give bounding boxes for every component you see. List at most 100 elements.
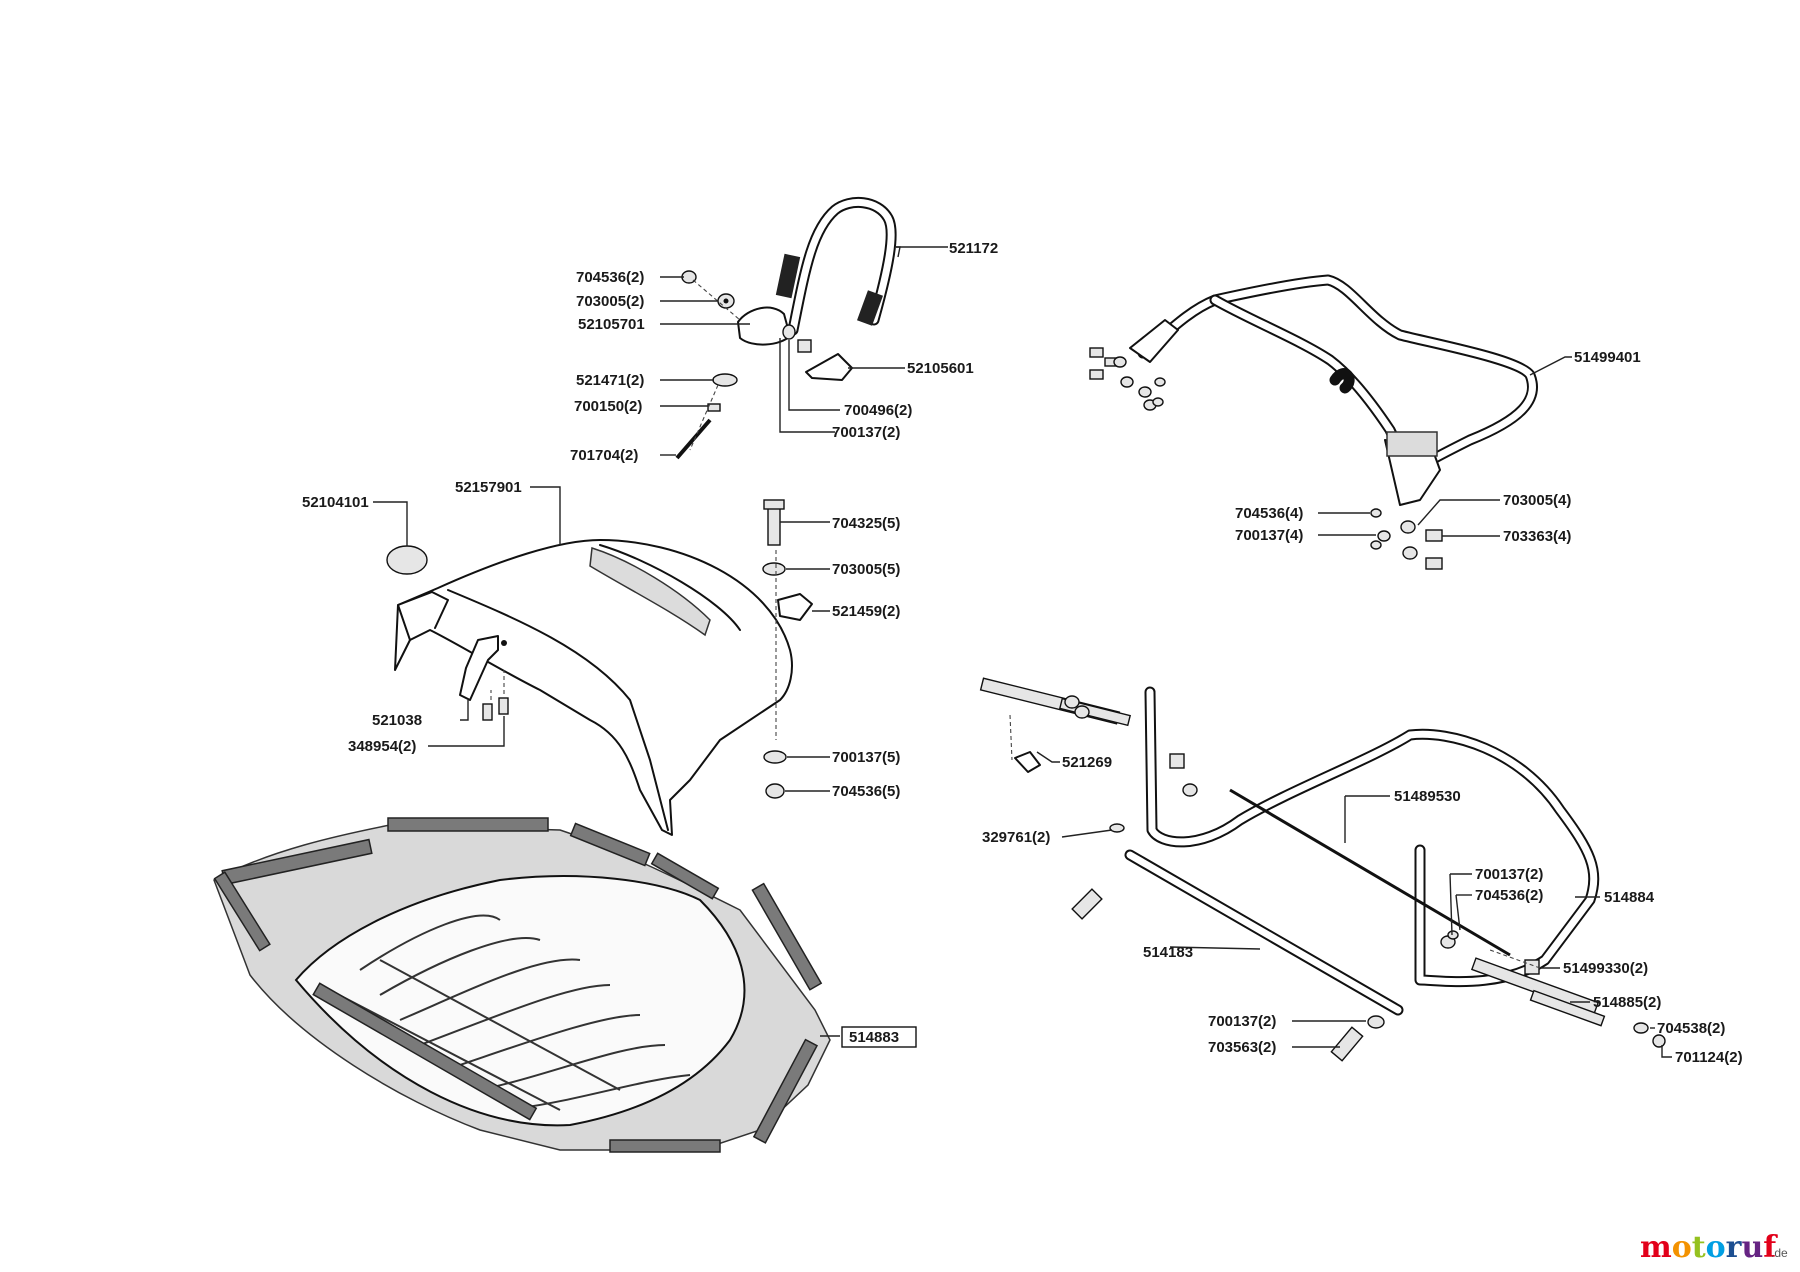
label-514884: 514884 bbox=[1604, 889, 1655, 906]
label-703005-5: 703005(5) bbox=[832, 561, 900, 578]
motoruf-logo: motoruf .de bbox=[1640, 1230, 1788, 1265]
bag-tray bbox=[294, 875, 746, 1127]
label-348954-2: 348954(2) bbox=[348, 738, 416, 755]
label-700137-2b: 700137(2) bbox=[1475, 866, 1543, 883]
label-51499401: 51499401 bbox=[1574, 349, 1641, 366]
cover-assembly bbox=[386, 499, 813, 836]
label-703363-4: 703363(4) bbox=[1503, 528, 1571, 545]
label-700137-2a: 700137(2) bbox=[832, 424, 900, 441]
washer-700496 bbox=[782, 324, 796, 340]
label-703005-4: 703005(4) bbox=[1503, 492, 1571, 509]
label-700496-2: 700496(2) bbox=[844, 402, 912, 419]
washer-703005-cover bbox=[762, 562, 786, 576]
nut-704536-frame2 bbox=[1447, 930, 1459, 940]
logo-letter: f bbox=[1763, 1230, 1778, 1265]
logo-suffix: .de bbox=[1771, 1246, 1788, 1260]
bolt-703363-b bbox=[1425, 557, 1443, 570]
handle-assembly bbox=[675, 196, 897, 460]
bracket-52105701 bbox=[737, 306, 791, 346]
grip-right bbox=[857, 290, 883, 326]
bag-rail-8 bbox=[312, 982, 538, 1121]
label-704536-4: 704536(4) bbox=[1235, 505, 1303, 522]
logo-text: motoruf bbox=[1640, 1230, 1778, 1265]
label-521471-2: 521471(2) bbox=[576, 372, 644, 389]
label-514883: 514883 bbox=[849, 1029, 899, 1046]
logo-letter: m bbox=[1640, 1230, 1672, 1265]
label-704325-5: 704325(5) bbox=[832, 515, 900, 532]
label-704538-2: 704538(2) bbox=[1657, 1020, 1725, 1037]
label-52104101: 52104101 bbox=[302, 494, 369, 511]
mount-plate-top bbox=[1129, 319, 1179, 363]
label-box-514883 bbox=[841, 1026, 917, 1048]
bag-tray-ribs bbox=[319, 914, 691, 1111]
label-52157901: 52157901 bbox=[455, 479, 522, 496]
bolt-rod-left bbox=[1071, 888, 1103, 920]
label-704536-2: 704536(2) bbox=[576, 269, 644, 286]
label-329761-2: 329761(2) bbox=[982, 829, 1050, 846]
bag-rail-5 bbox=[751, 882, 823, 991]
upper-handle-frame bbox=[1089, 274, 1538, 570]
cap-51499330 bbox=[1524, 959, 1540, 975]
bolt-701704 bbox=[675, 418, 712, 460]
logo-letter: r bbox=[1726, 1230, 1743, 1265]
part-labels: 521172 704536(2) 703005(2) 52105701 5210… bbox=[302, 240, 1743, 1066]
screw-348954-b bbox=[498, 697, 509, 715]
washer-700137-rod bbox=[1367, 1015, 1385, 1029]
label-701704-2: 701704(2) bbox=[570, 447, 638, 464]
nut-704536-frame bbox=[1370, 508, 1382, 518]
bolt-704325 bbox=[767, 504, 781, 546]
label-703005-2: 703005(2) bbox=[576, 293, 644, 310]
bag-rail-7 bbox=[609, 1139, 721, 1153]
bag-rail-2 bbox=[387, 817, 549, 832]
crossbar-51489530 bbox=[1229, 788, 1511, 957]
frame-top-hardware bbox=[1089, 347, 1166, 411]
label-514183: 514183 bbox=[1143, 944, 1193, 961]
strut-514885 bbox=[1470, 957, 1606, 1027]
clip-329761 bbox=[1109, 823, 1125, 833]
leader-lines bbox=[373, 246, 1672, 1058]
bracket-521038 bbox=[459, 635, 499, 701]
label-700137-4: 700137(4) bbox=[1235, 527, 1303, 544]
nut-701124 bbox=[1652, 1034, 1666, 1048]
label-52105701: 52105701 bbox=[578, 316, 645, 333]
nut-704536-cover bbox=[765, 783, 785, 799]
label-521459-2: 521459(2) bbox=[832, 603, 900, 620]
label-51489530: 51489530 bbox=[1394, 788, 1461, 805]
screw-348954-a bbox=[482, 703, 493, 721]
washer-700137-cover bbox=[763, 750, 787, 764]
logo-letter: o bbox=[1706, 1230, 1726, 1265]
label-703563-2: 703563(2) bbox=[1208, 1039, 1276, 1056]
label-51499330-2: 51499330(2) bbox=[1563, 960, 1648, 977]
bag-rail-3 bbox=[569, 822, 651, 867]
bracket-52105601 bbox=[805, 353, 853, 381]
label-514885-2: 514885(2) bbox=[1593, 994, 1661, 1011]
logo-letter: o bbox=[1672, 1230, 1692, 1265]
washer-703005-frame bbox=[1400, 520, 1416, 534]
washer-704538 bbox=[1633, 1022, 1649, 1034]
label-700137-5: 700137(5) bbox=[832, 749, 900, 766]
label-52105601: 52105601 bbox=[907, 360, 974, 377]
washer-700137-frame bbox=[1377, 530, 1391, 542]
bag-rail-4 bbox=[650, 852, 720, 900]
label-701124-2: 701124(2) bbox=[1675, 1049, 1743, 1066]
label-521269: 521269 bbox=[1062, 754, 1112, 771]
label-704536-5: 704536(5) bbox=[832, 783, 900, 800]
grip-left bbox=[775, 253, 801, 299]
clip-521471 bbox=[712, 373, 738, 387]
frame-gusset bbox=[1386, 431, 1438, 457]
cover-52157901 bbox=[394, 539, 793, 836]
bag-rail-9 bbox=[213, 871, 271, 952]
bolt-703363-a bbox=[1425, 529, 1443, 542]
label-700137-2c: 700137(2) bbox=[1208, 1013, 1276, 1030]
logo-letter: t bbox=[1692, 1230, 1706, 1265]
label-521038: 521038 bbox=[372, 712, 422, 729]
logo-letter: u bbox=[1741, 1230, 1763, 1265]
latch-521459 bbox=[777, 593, 813, 621]
cover-handle-slot bbox=[589, 547, 711, 637]
bag-rail-6 bbox=[752, 1038, 819, 1144]
grass-bag-assembly bbox=[213, 817, 831, 1153]
bolt-700137-top bbox=[797, 339, 812, 353]
label-704536-2b: 704536(2) bbox=[1475, 887, 1543, 904]
label-521172: 521172 bbox=[949, 240, 998, 257]
